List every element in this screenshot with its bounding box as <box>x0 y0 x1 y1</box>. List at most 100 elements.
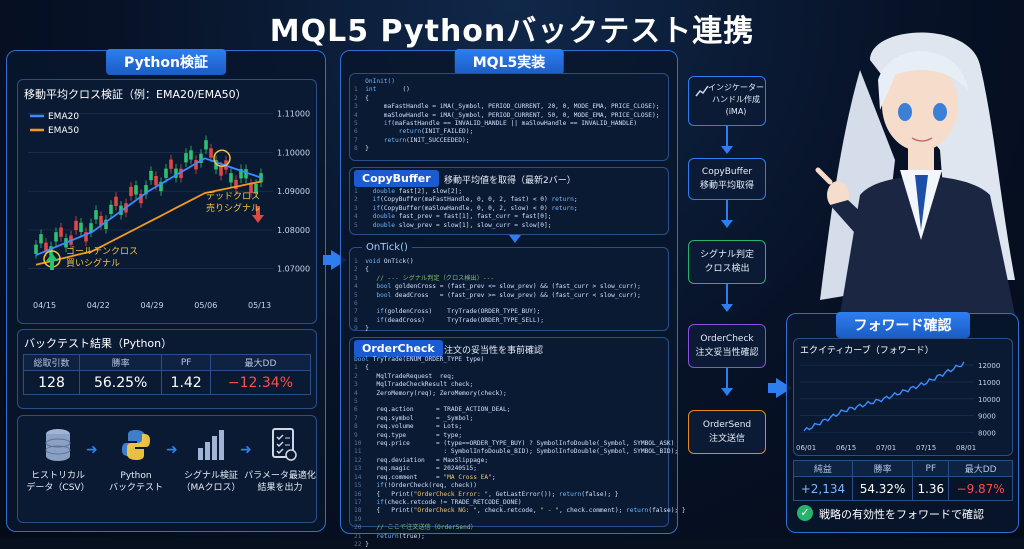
python-panel: Python検証 移動平均クロス検証（例：EMA20/EMA50） 1.1100… <box>6 49 326 532</box>
candle-body <box>194 160 198 170</box>
x-tick-label: 04/22 <box>87 301 110 310</box>
candle-body <box>59 227 63 237</box>
series-line-ema50 <box>35 180 262 266</box>
checklist-icon <box>270 426 298 462</box>
candle-body <box>209 148 213 158</box>
character-illustration <box>800 20 1024 315</box>
y-tick-label: 10000 <box>978 396 1000 404</box>
check-circle-icon: ✓ <box>797 505 813 521</box>
flow-line <box>726 368 728 390</box>
candle-body <box>144 185 148 195</box>
copybuffer-tag: CopyBuffer <box>354 170 439 187</box>
candle-body <box>84 232 88 242</box>
x-tick-label: 07/01 <box>876 444 896 452</box>
flow-arrow-icon: ➜ <box>240 442 252 458</box>
down-arrow-icon <box>721 388 733 396</box>
y-tick-label: 1.10000 <box>277 148 310 157</box>
candle-body <box>249 183 253 193</box>
y-tick-label: 1.11000 <box>277 110 310 119</box>
python-panel-title: Python検証 <box>106 49 226 75</box>
result-header: 最大DD <box>948 460 1013 477</box>
sell-signal-label: 売りシグナル <box>206 202 260 214</box>
x-tick-label: 05/06 <box>194 301 217 310</box>
python-flow-box: ➜ ➜ ➜ ヒストリカル データ（CSV） Python バックテスト シグナル… <box>17 415 317 523</box>
candle-body <box>54 232 58 242</box>
forward-panel-title: フォワード確認 <box>835 312 970 338</box>
y-tick-label: 11000 <box>978 379 1000 387</box>
equity-chart-title: エクイティカーブ（フォワード） <box>800 346 934 356</box>
result-header: PF <box>912 460 950 477</box>
python-results-table: 総取引数 勝率 PF 最大DD 128 56.25% 1.42 −12.34% <box>23 354 312 395</box>
candle-body <box>134 185 138 195</box>
python-results-title: バックテスト結果（Python） <box>24 337 173 350</box>
copybuffer-note: 移動平均値を取得（最新2バー） <box>444 176 576 186</box>
flow-label-optimize: パラメータ最適化 結果を出力 <box>244 471 316 493</box>
flow-step-ordersend: OrderSend 注文送信 <box>688 410 766 454</box>
candle-body <box>129 186 133 197</box>
series-line-ema20 <box>35 157 262 256</box>
candle-body <box>34 244 38 254</box>
down-arrow-icon <box>252 206 264 223</box>
candle-body <box>199 153 203 164</box>
candle-body <box>169 159 173 169</box>
candle-body <box>164 168 168 178</box>
candle-body <box>184 153 188 163</box>
y-tick-label: 1.07000 <box>277 265 310 274</box>
connector-arrow <box>768 383 778 393</box>
result-header: 最大DD <box>209 354 312 371</box>
candle-body <box>244 169 248 179</box>
down-arrow-icon <box>721 220 733 228</box>
page-title: MQL5 Pythonバックテスト連携 <box>269 14 755 49</box>
flow-label-backtest: Python バックテスト <box>108 471 163 493</box>
candle-body <box>154 176 158 186</box>
ordercheck-note: 注文の妥当性を事前確認 <box>444 346 544 356</box>
candle-body <box>214 160 218 170</box>
candle-body <box>254 183 258 194</box>
candle-body <box>174 168 178 178</box>
candle-body <box>74 220 78 231</box>
forward-results-table: 純益 勝率 PF 最大DD +2,134 54.32% 1.36 −9.87% <box>793 460 1013 501</box>
bar-chart-icon <box>196 428 226 462</box>
result-winrate: 54.32% <box>851 476 914 501</box>
candle-body <box>259 173 263 183</box>
ordercheck-code: bool TryTrade(ENUM_ORDER_TYPE type) 1 { … <box>354 356 686 548</box>
ontick-tag: OnTick() <box>362 242 412 253</box>
flow-step-signal-label: シグナル判定 クロス検出 <box>699 250 754 274</box>
flow-line <box>726 126 728 148</box>
oninit-code: OnInit() 1 int () 2 { 3 maFastHandle = i… <box>354 78 660 153</box>
candle-body <box>39 234 43 244</box>
buy-signal-label: 買いシグナル <box>66 257 120 269</box>
y-tick-label: 8000 <box>978 430 996 438</box>
x-tick-label: 05/13 <box>248 301 271 310</box>
candle-body <box>159 181 163 192</box>
x-tick-label: 04/29 <box>141 301 164 310</box>
result-header: 勝率 <box>851 460 914 477</box>
result-winrate: 56.25% <box>78 370 163 395</box>
result-net-profit: +2,134 <box>793 476 853 501</box>
flow-arrow-icon: ➜ <box>86 442 98 458</box>
candle-body <box>89 223 93 233</box>
x-tick-label: 06/01 <box>796 444 816 452</box>
result-maxdd: −12.34% <box>209 370 312 395</box>
flow-step-copybuffer: CopyBuffer 移動平均取得 <box>688 158 766 200</box>
candle-body <box>239 169 243 179</box>
candle-body <box>234 179 238 190</box>
candle-body <box>219 166 223 176</box>
candle-body <box>179 168 183 179</box>
flow-step-ima-label: インジケーター ハンドル作成 (iMA) <box>708 83 764 116</box>
candle-body <box>99 215 103 226</box>
flow-step-copybuffer-label: CopyBuffer 移動平均取得 <box>699 167 754 191</box>
flow-arrow-icon: ➜ <box>166 442 178 458</box>
down-arrow-icon <box>721 304 733 312</box>
equity-curve <box>803 361 965 432</box>
result-maxdd: −9.87% <box>948 476 1013 501</box>
candle-body <box>139 193 143 204</box>
result-trades: 128 <box>23 370 80 395</box>
y-tick-label: 12000 <box>978 362 1000 370</box>
candle-body <box>189 150 193 160</box>
ordercheck-code-box: OrderCheck 注文の妥当性を事前確認 bool TryTrade(ENU… <box>349 337 686 548</box>
flow-label-signal: シグナル検証 （MAクロス） <box>181 471 241 493</box>
